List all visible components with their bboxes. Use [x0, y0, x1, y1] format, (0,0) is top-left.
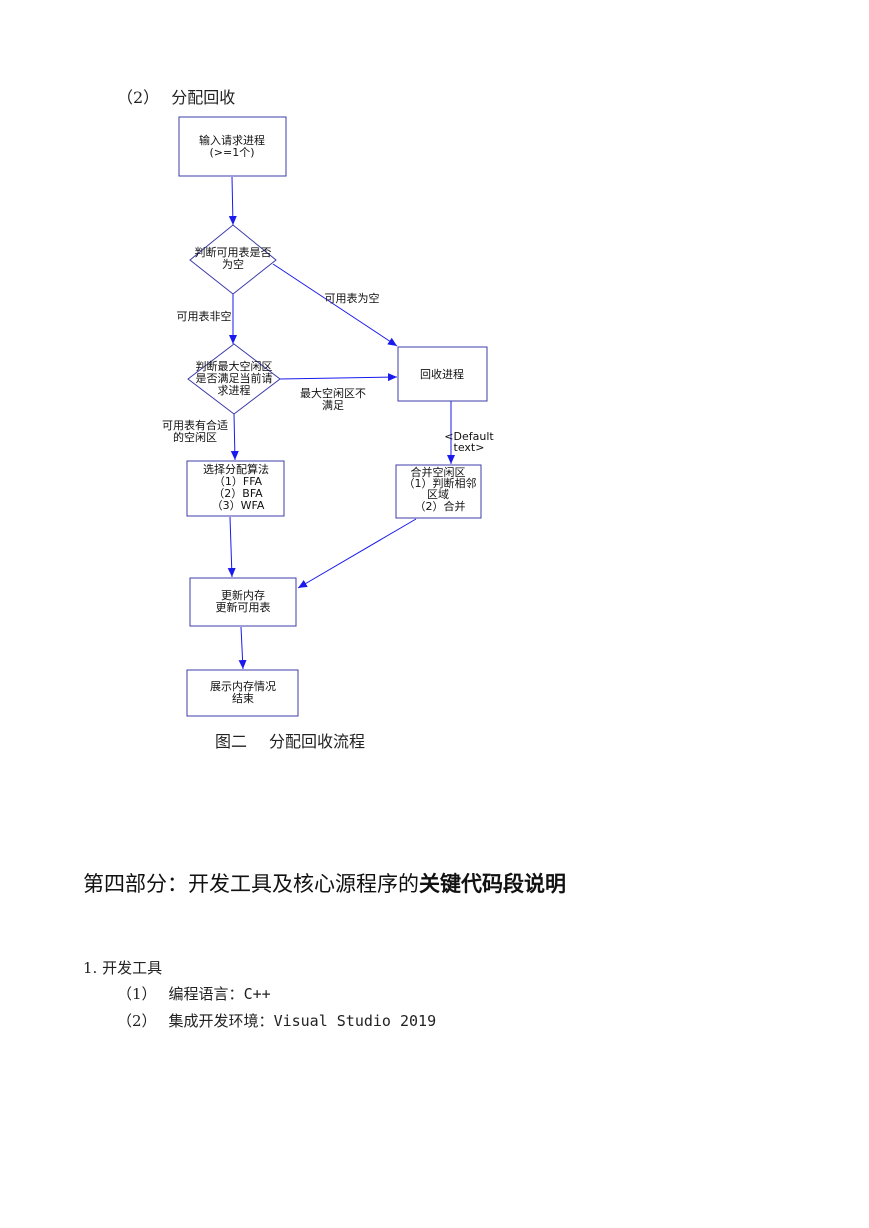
svg-text:求进程: 求进程	[218, 384, 251, 397]
edge-max-not-enough-to-recycle	[279, 373, 398, 382]
list-item-ide: （2）集成开发环境：Visual Studio 2019	[117, 1012, 437, 1030]
svg-text:展示内存情况: 展示内存情况	[210, 679, 276, 693]
label-has-suitable: 可用表有合适	[162, 418, 228, 432]
svg-text:（3）WFA: （3）WFA	[212, 499, 265, 512]
svg-text:（2）BFA: （2）BFA	[213, 487, 263, 500]
svg-text:输入请求进程: 输入请求进程	[199, 133, 265, 147]
svg-text:(>=1个): (>=1个)	[209, 146, 254, 159]
edge-update-to-display	[238, 626, 247, 670]
node-text: 输入请求进程	[199, 133, 265, 147]
node-recycle-process: 回收进程	[397, 346, 488, 402]
list-item-language: （1）编程语言：C++	[117, 985, 271, 1003]
subsection-heading: （2） 分配回收	[117, 84, 235, 108]
item-value: Visual Studio 2019	[273, 1012, 437, 1030]
item-label: 编程语言：	[168, 985, 244, 1003]
node-select-algorithm: 选择分配算法 （1）FFA （2）BFA （3）WFA	[186, 460, 285, 517]
svg-text:选择分配算法: 选择分配算法	[203, 462, 269, 476]
svg-text:（1）FFA: （1）FFA	[214, 475, 263, 488]
edge-input-to-check-empty	[228, 176, 237, 226]
label-max-not-enough: 最大空闲区不	[300, 386, 366, 400]
part-title-bold: 关键代码段说明	[419, 872, 566, 896]
edge-check-max-to-select	[230, 413, 239, 461]
node-input-request: 输入请求进程 (>=1个)	[178, 116, 287, 177]
svg-text:为空: 为空	[222, 257, 244, 271]
svg-text:判断最大空闲区: 判断最大空闲区	[196, 359, 273, 373]
svg-text:回收进程: 回收进程	[420, 367, 464, 381]
figure-label: 图二	[215, 732, 248, 751]
dev-tools-heading: 1. 开发工具	[83, 959, 163, 977]
label-default-text: text>	[454, 441, 485, 454]
svg-text:（2）合并: （2）合并	[415, 499, 466, 513]
svg-text:更新内存: 更新内存	[221, 588, 265, 602]
edge-empty-to-recycle	[272, 263, 398, 347]
edge-merge-to-update	[297, 518, 417, 589]
subsection-number: （2）	[117, 88, 160, 107]
allocation-recycle-flowchart: 输入请求进程 (>=1个) 判断可用表是否 为空 判断最大空闲区 是否满足当前请…	[162, 116, 494, 717]
decision-check-table-empty: 判断可用表是否 为空	[189, 224, 277, 295]
svg-text:结束: 结束	[232, 692, 254, 705]
subsection-title: 分配回收	[171, 88, 236, 107]
node-text: (>=1个)	[209, 146, 254, 159]
figure-title: 分配回收流程	[269, 732, 366, 751]
edge-select-to-update	[227, 516, 236, 578]
svg-text:合并空闲区: 合并空闲区	[411, 465, 466, 479]
flow-edges	[227, 176, 455, 670]
svg-text:是否满足当前请: 是否满足当前请	[196, 371, 273, 385]
svg-text:更新可用表: 更新可用表	[216, 600, 271, 614]
svg-text:区域: 区域	[427, 488, 449, 501]
item-label: 集成开发环境：	[168, 1012, 274, 1030]
label-max-not-enough: 满足	[322, 399, 344, 412]
figure-caption: 图二 分配回收流程	[215, 728, 365, 752]
node-update-memory: 更新内存 更新可用表	[189, 577, 297, 627]
edge-labels: 可用表为空 可用表非空 最大空闲区不 满足 可用表有合适 的空闲区 <Defau…	[162, 291, 494, 454]
svg-text:（1）判断相邻: （1）判断相邻	[404, 476, 477, 490]
svg-text:判断可用表是否: 判断可用表是否	[195, 245, 272, 259]
label-default-text: <Default	[444, 430, 494, 443]
label-has-suitable: 的空闲区	[173, 430, 217, 444]
part-four-title: 第四部分：开发工具及核心源程序的关键代码段说明	[83, 868, 566, 898]
node-display-end: 展示内存情况 结束	[186, 669, 299, 717]
label-table-not-empty: 可用表非空	[177, 309, 232, 323]
item-value: C++	[243, 985, 271, 1003]
label-table-empty: 可用表为空	[325, 291, 380, 305]
node-merge-free-area: 合并空闲区 （1）判断相邻 区域 （2）合并	[395, 464, 482, 519]
decision-check-max-free: 判断最大空闲区 是否满足当前请 求进程	[187, 343, 281, 415]
part-title-normal: 第四部分：开发工具及核心源程序的	[83, 872, 419, 896]
